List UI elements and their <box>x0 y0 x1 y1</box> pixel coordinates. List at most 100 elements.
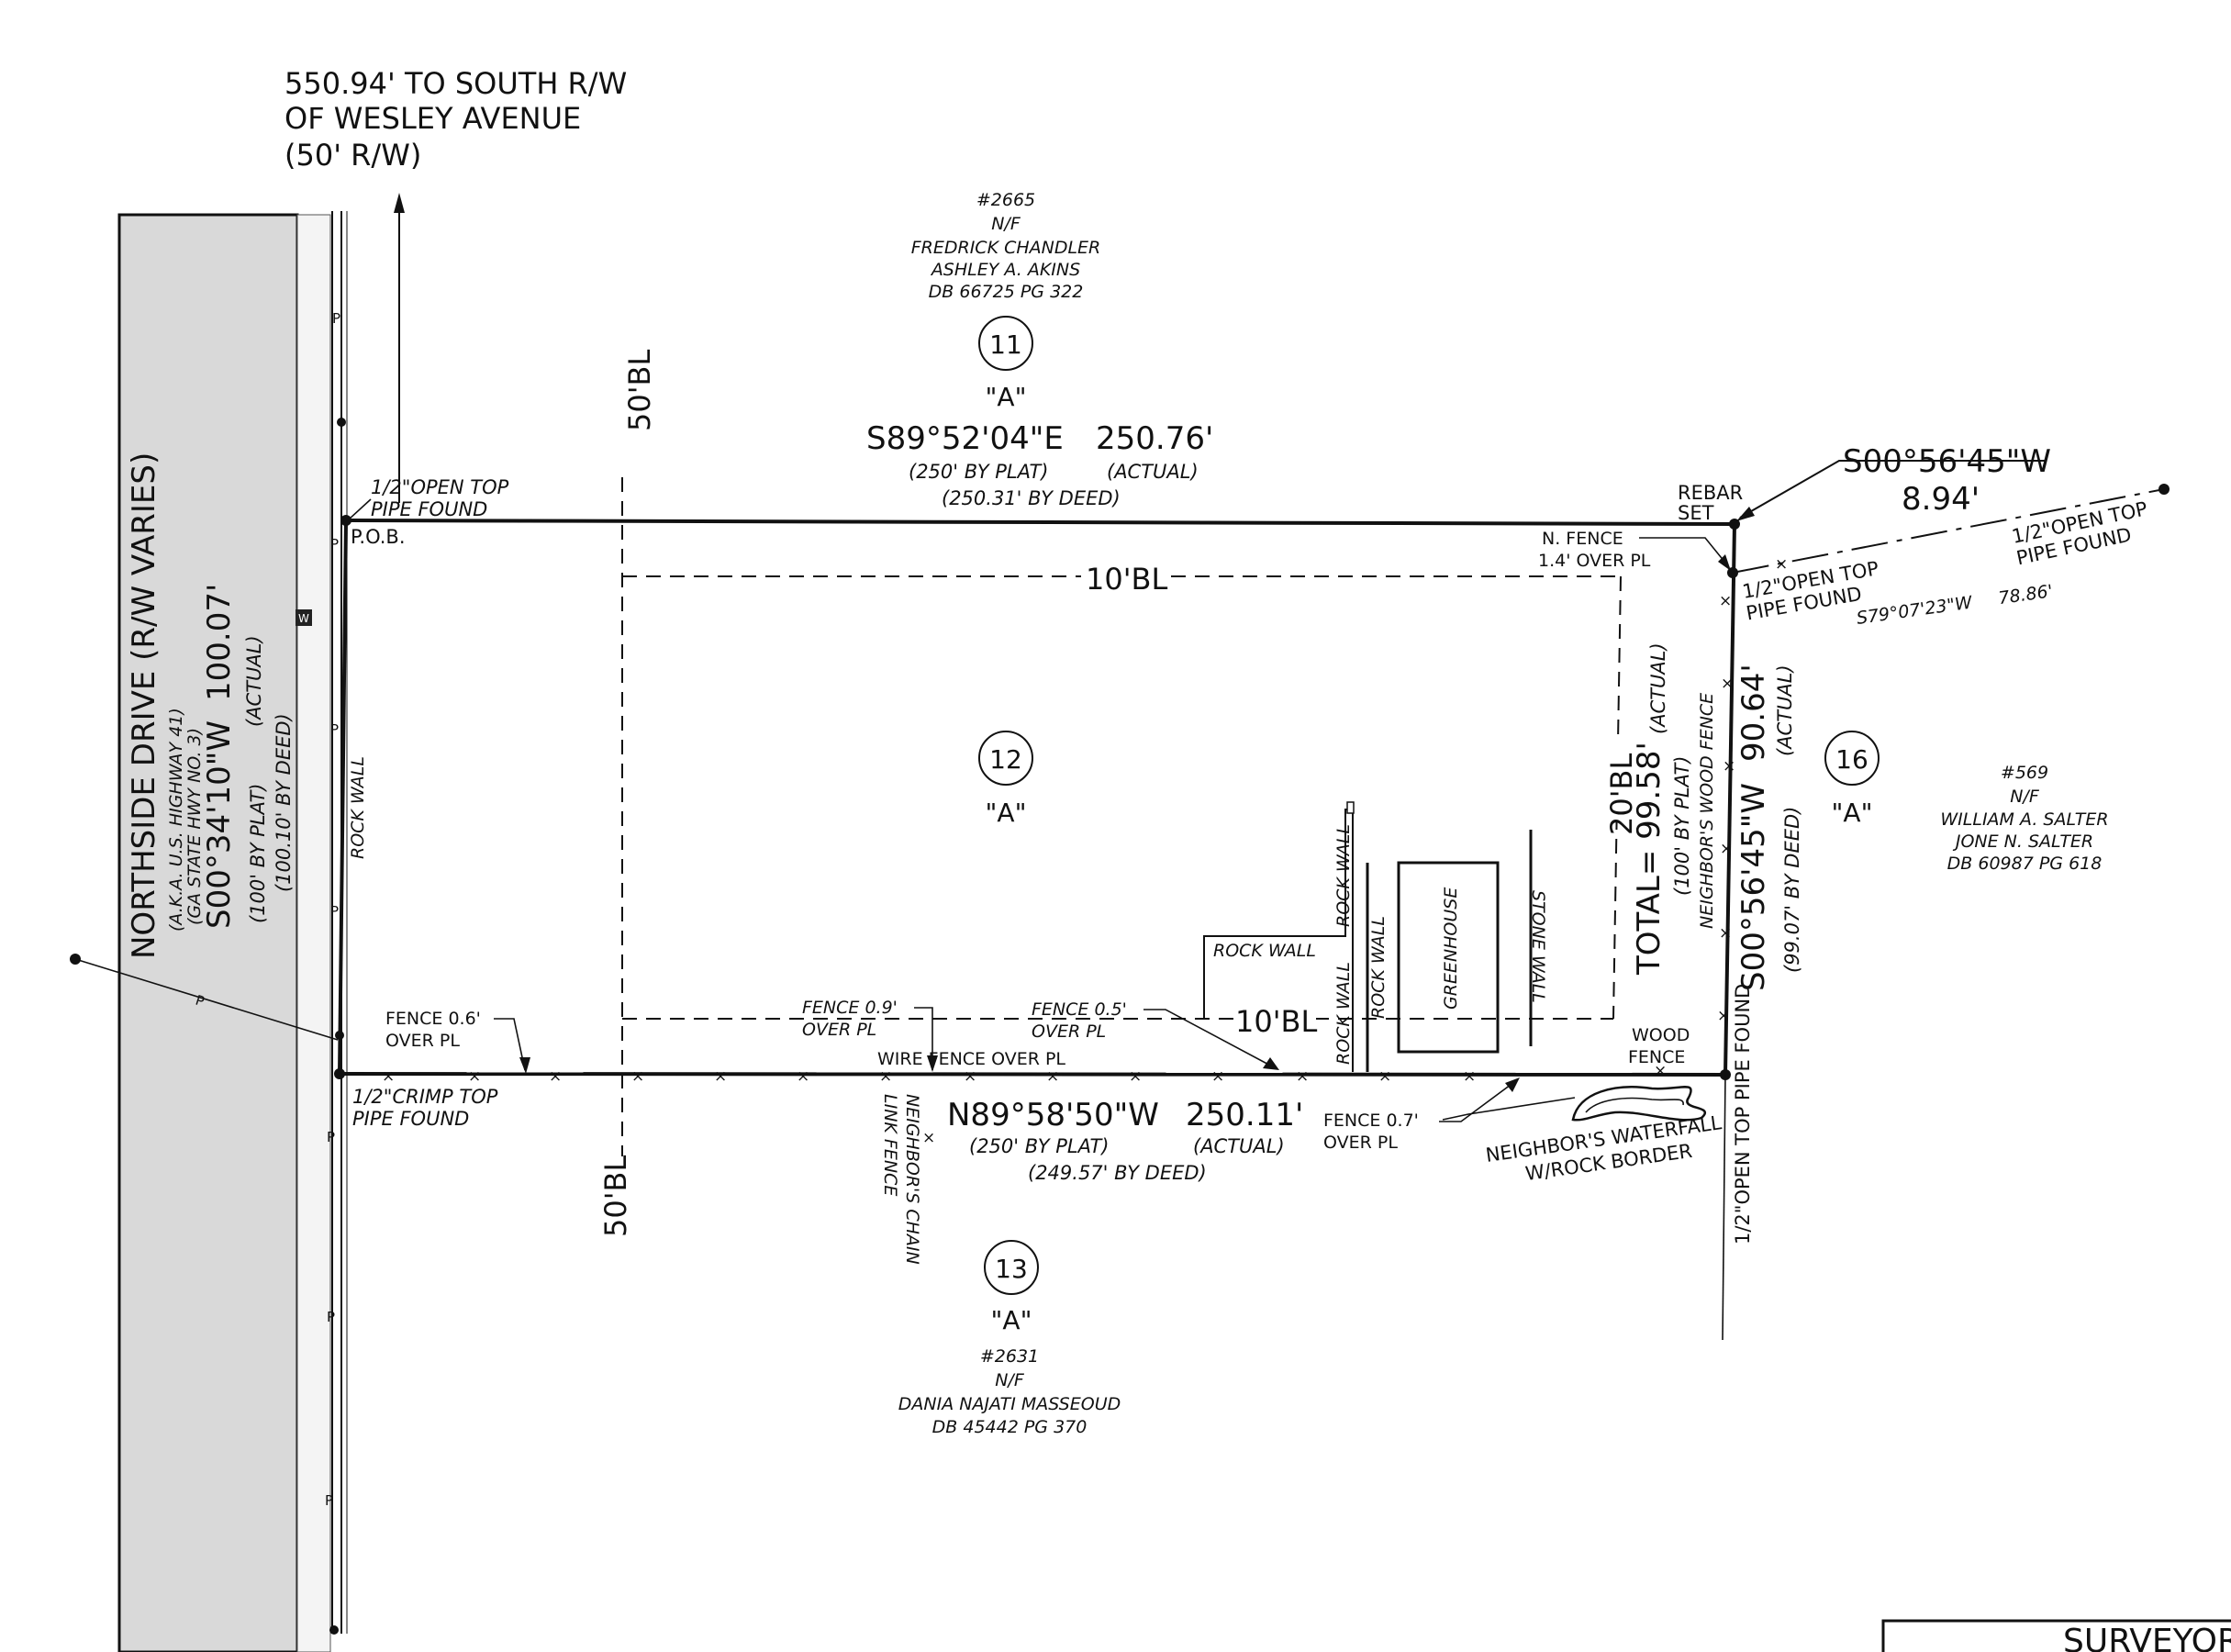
fence-07-label-2: OVER PL <box>1323 1133 1398 1153</box>
lot-13-number: 13 <box>995 1254 1028 1284</box>
road-sidewalk <box>296 214 331 1652</box>
wesley-ref-line2: OF WESLEY AVENUE <box>284 101 581 136</box>
road-name: NORTHSIDE DRIVE (R/W VARIES) <box>126 452 162 959</box>
rock-wall-label-3: ROCK WALL <box>1333 962 1354 1065</box>
utility-poles: P P P P P P P <box>325 310 340 1509</box>
pob-pipe-label-2: PIPE FOUND <box>371 498 487 520</box>
rebar-label-1: REBAR <box>1678 482 1743 504</box>
front-setback-bottom: 50'BL <box>598 1155 633 1237</box>
svg-text:P: P <box>330 536 339 553</box>
svg-text:×: × <box>1378 1067 1391 1086</box>
lot-16-zone: "A" <box>1832 798 1873 828</box>
stone-wall-label: STONE WALL <box>1528 890 1548 1003</box>
rock-wall-label-4: ROCK WALL <box>1368 916 1389 1019</box>
north-boundary <box>345 519 1735 526</box>
svg-text:#569: #569 <box>2001 763 2048 783</box>
se-pipe-label: 1/2"OPEN TOP PIPE FOUND <box>1732 984 1754 1245</box>
svg-text:×: × <box>922 1129 935 1147</box>
east-actual: (ACTUAL) <box>1774 664 1796 756</box>
chain-link-label-2: LINK FENCE <box>880 1094 900 1196</box>
svg-text:×: × <box>549 1067 562 1086</box>
rock-wall-label-west: ROCK WALL <box>348 756 368 859</box>
svg-text:#2631: #2631 <box>980 1346 1039 1367</box>
svg-text:×: × <box>1463 1067 1476 1086</box>
sw-pipe-label-1: 1/2"CRIMP TOP <box>352 1086 498 1108</box>
east-total-actual: (ACTUAL) <box>1647 642 1669 734</box>
sw-pipe-monument <box>334 1068 345 1079</box>
east-total: TOTAL= 99.58' <box>1631 742 1668 976</box>
lot-13-zone: "A" <box>991 1305 1032 1335</box>
lot-12-number: 12 <box>989 744 1022 775</box>
svg-text:×: × <box>1775 555 1788 574</box>
east-total-plat: (100' BY PLAT) <box>1671 756 1693 897</box>
svg-text:×: × <box>879 1067 892 1086</box>
svg-text:×: × <box>714 1067 727 1086</box>
fence-09-label-2: OVER PL <box>802 1020 876 1040</box>
road-aka-highway: (A.K.A. U.S. HIGHWAY 41) <box>166 708 186 932</box>
west-distance: 100.07' <box>201 584 238 701</box>
fence-09-label-1: FENCE 0.9' <box>802 998 898 1018</box>
west-deed: (100.10' BY DEED) <box>273 713 295 892</box>
svg-text:×: × <box>964 1067 976 1086</box>
west-boundary <box>338 519 348 1075</box>
side-setback-south: 10'BL <box>1235 1004 1317 1039</box>
water-valve-icon <box>296 609 312 626</box>
lot-north-owner: #2665 N/F FREDRICK CHANDLER ASHLEY A. AK… <box>911 190 1101 302</box>
svg-text:P: P <box>330 721 339 738</box>
far-pipe-monument <box>2158 484 2170 495</box>
east-short-bearing: S00°56'45"W <box>1843 443 2051 480</box>
fence-06-label-2: OVER PL <box>385 1031 460 1051</box>
svg-text:×: × <box>1296 1067 1309 1086</box>
east-short-distance: 8.94' <box>1902 481 1980 518</box>
north-bearing: S89°52'04"E <box>866 420 1064 457</box>
south-actual: (ACTUAL) <box>1193 1135 1285 1157</box>
front-setback-top: 50'BL <box>622 350 657 431</box>
rebar-monument <box>1729 519 1740 530</box>
lot-12-zone: "A" <box>986 798 1027 828</box>
svg-text:×: × <box>468 1067 481 1086</box>
east-boundary <box>1723 523 1736 1076</box>
lot-11-number: 11 <box>989 329 1022 360</box>
lot-16-number: 16 <box>1835 744 1868 775</box>
south-distance: 250.11' <box>1186 1097 1303 1133</box>
svg-text:×: × <box>1719 592 1732 610</box>
rock-wall-label-1: ROCK WALL <box>1213 941 1316 961</box>
east-distance: 90.64' <box>1735 664 1772 762</box>
wood-fence-label-2: FENCE <box>1628 1047 1685 1067</box>
svg-text:DB 66725 PG 322: DB 66725 PG 322 <box>929 282 1084 302</box>
svg-text:#2665: #2665 <box>976 190 1035 210</box>
svg-text:×: × <box>1720 840 1733 858</box>
fence-05-label-2: OVER PL <box>1032 1021 1106 1042</box>
n-fence-label-2: 1.4' OVER PL <box>1538 551 1651 571</box>
chain-link-label-1: NEIGHBOR'S CHAIN <box>902 1094 922 1265</box>
title-block <box>1881 1619 2231 1652</box>
svg-text:×: × <box>797 1067 809 1086</box>
south-plat: (250' BY PLAT) <box>969 1135 1110 1157</box>
lot-east-owner: #569 N/F WILLIAM A. SALTER JONE N. SALTE… <box>1940 763 2108 874</box>
east-bearing: S00°56'45"W <box>1735 783 1772 991</box>
fence-markers: ××× ××× ××× ××× ××× ××× ××× ×× <box>382 555 1788 1147</box>
tie-bearing: S79°07'23"W <box>1856 592 1975 629</box>
svg-text:×: × <box>1129 1067 1142 1086</box>
svg-text:FREDRICK CHANDLER: FREDRICK CHANDLER <box>911 238 1101 258</box>
svg-text:ASHLEY A. AKINS: ASHLEY A. AKINS <box>930 260 1080 280</box>
greenhouse-label: GREENHOUSE <box>1441 887 1461 1010</box>
south-boundary <box>339 1072 1726 1077</box>
svg-text:N/F: N/F <box>991 214 1021 234</box>
greenhouse <box>1397 861 1500 1054</box>
svg-text:P: P <box>325 1492 333 1509</box>
svg-text:DB 60987 PG 618: DB 60987 PG 618 <box>1947 854 2103 874</box>
lot-11-zone: "A" <box>986 382 1027 412</box>
water-valve-marker: W <box>298 612 309 625</box>
north-actual: (ACTUAL) <box>1107 461 1199 483</box>
svg-text:P: P <box>327 1129 335 1145</box>
road-aka-state-hwy: (GA STATE HWY NO. 3) <box>184 728 205 925</box>
svg-text:×: × <box>1721 675 1734 693</box>
rebar-label-2: SET <box>1678 502 1714 524</box>
svg-text:×: × <box>1046 1067 1059 1086</box>
svg-text:P: P <box>330 903 339 920</box>
svg-text:N/F: N/F <box>995 1370 1025 1390</box>
svg-text:N/F: N/F <box>2010 787 2040 807</box>
svg-text:×: × <box>382 1067 395 1086</box>
title-block-label: SURVEYOR <box>2063 1623 2231 1652</box>
